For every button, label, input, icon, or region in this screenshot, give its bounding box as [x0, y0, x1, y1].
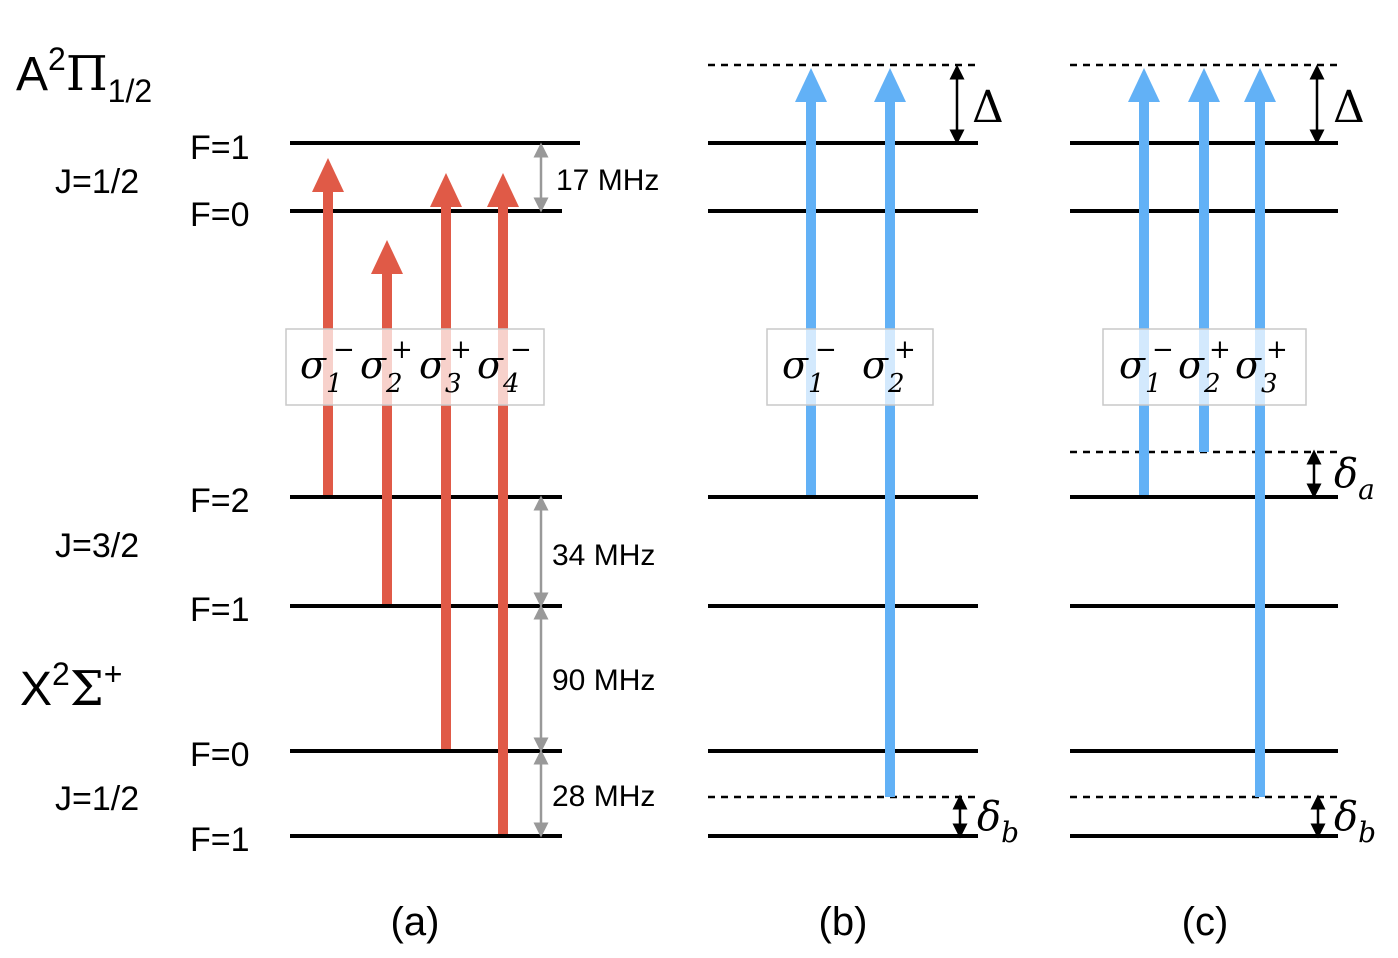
transition-arrow-c3 [1244, 68, 1276, 797]
svg-text:−: − [815, 335, 837, 365]
panel-a: 17 MHz 34 MHz 90 MHz 28 MHz σ1 − σ2 + σ3 [285, 141, 659, 944]
ground-j32-label: J=3/2 [55, 527, 139, 565]
delta-a-label-c: δa [1334, 451, 1375, 506]
transition-label-box-a [285, 328, 545, 406]
splitting-label-34: 34 MHz [552, 539, 655, 572]
svg-text:σ3: σ3 [419, 343, 462, 399]
detuning-label-b: Δ [972, 82, 1004, 133]
svg-text:σ3: σ3 [1235, 343, 1278, 399]
panel-b: Δ δb σ1 − σ2 + (b) [708, 63, 1019, 944]
svg-text:−: − [510, 335, 532, 365]
svg-text:σ1: σ1 [300, 343, 343, 399]
transition-arrow-a2 [371, 240, 403, 604]
svg-text:σ1: σ1 [782, 343, 825, 399]
svg-text:σ2: σ2 [862, 343, 905, 399]
svg-text:−: − [1152, 335, 1174, 365]
splitting-label-17: 17 MHz [556, 164, 659, 197]
ground-f0-label: F=0 [190, 736, 250, 774]
transition-arrow-b1 [795, 68, 827, 495]
ground-f1-upper-label: F=1 [190, 591, 250, 629]
excited-state-label: A2Π1/2 [16, 41, 152, 109]
transition-arrow-a1 [312, 158, 344, 495]
panel-b-caption: (b) [819, 900, 868, 944]
panel-a-caption: (a) [391, 900, 440, 944]
transition-labels-c: σ1 − σ2 + σ3 + [1119, 335, 1288, 399]
transition-arrow-a4 [487, 173, 519, 834]
excited-f0-label: F=0 [190, 196, 250, 234]
transition-arrow-a3 [430, 173, 462, 749]
transition-labels-b: σ1 − σ2 + [782, 335, 916, 399]
transition-labels-a: σ1 − σ2 + σ3 + σ4 − [300, 335, 532, 399]
ground-f2-label: F=2 [190, 482, 250, 520]
svg-text:+: + [1266, 335, 1288, 365]
splitting-label-90: 90 MHz [552, 664, 655, 697]
svg-text:+: + [450, 335, 472, 365]
ground-f1-lower-label: F=1 [190, 821, 250, 859]
svg-text:+: + [894, 335, 916, 365]
ground-j12-label: J=1/2 [55, 780, 139, 818]
svg-text:+: + [391, 335, 413, 365]
svg-text:σ1: σ1 [1119, 343, 1162, 399]
excited-f1-label: F=1 [190, 129, 250, 167]
detuning-label-c: Δ [1333, 82, 1365, 133]
transition-arrow-c1 [1128, 68, 1160, 495]
transition-arrow-b2 [874, 68, 906, 797]
excited-j-label: J=1/2 [55, 163, 139, 201]
panel-c-caption: (c) [1182, 900, 1229, 944]
transition-label-box-b [766, 328, 934, 406]
splitting-label-28: 28 MHz [552, 780, 655, 813]
panel-c: Δ δa δb σ1 − σ2 + σ3 + (c) [1070, 63, 1376, 944]
svg-text:σ4: σ4 [477, 343, 520, 399]
transition-label-box-c [1102, 328, 1307, 406]
svg-text:σ2: σ2 [360, 343, 403, 399]
svg-text:σ2: σ2 [1178, 343, 1221, 399]
ground-state-label: X2Σ+ [20, 656, 122, 717]
svg-text:−: − [333, 335, 355, 365]
svg-text:+: + [1209, 335, 1231, 365]
delta-b-label-b: δb [977, 794, 1019, 849]
delta-b-label-c: δb [1334, 794, 1376, 849]
